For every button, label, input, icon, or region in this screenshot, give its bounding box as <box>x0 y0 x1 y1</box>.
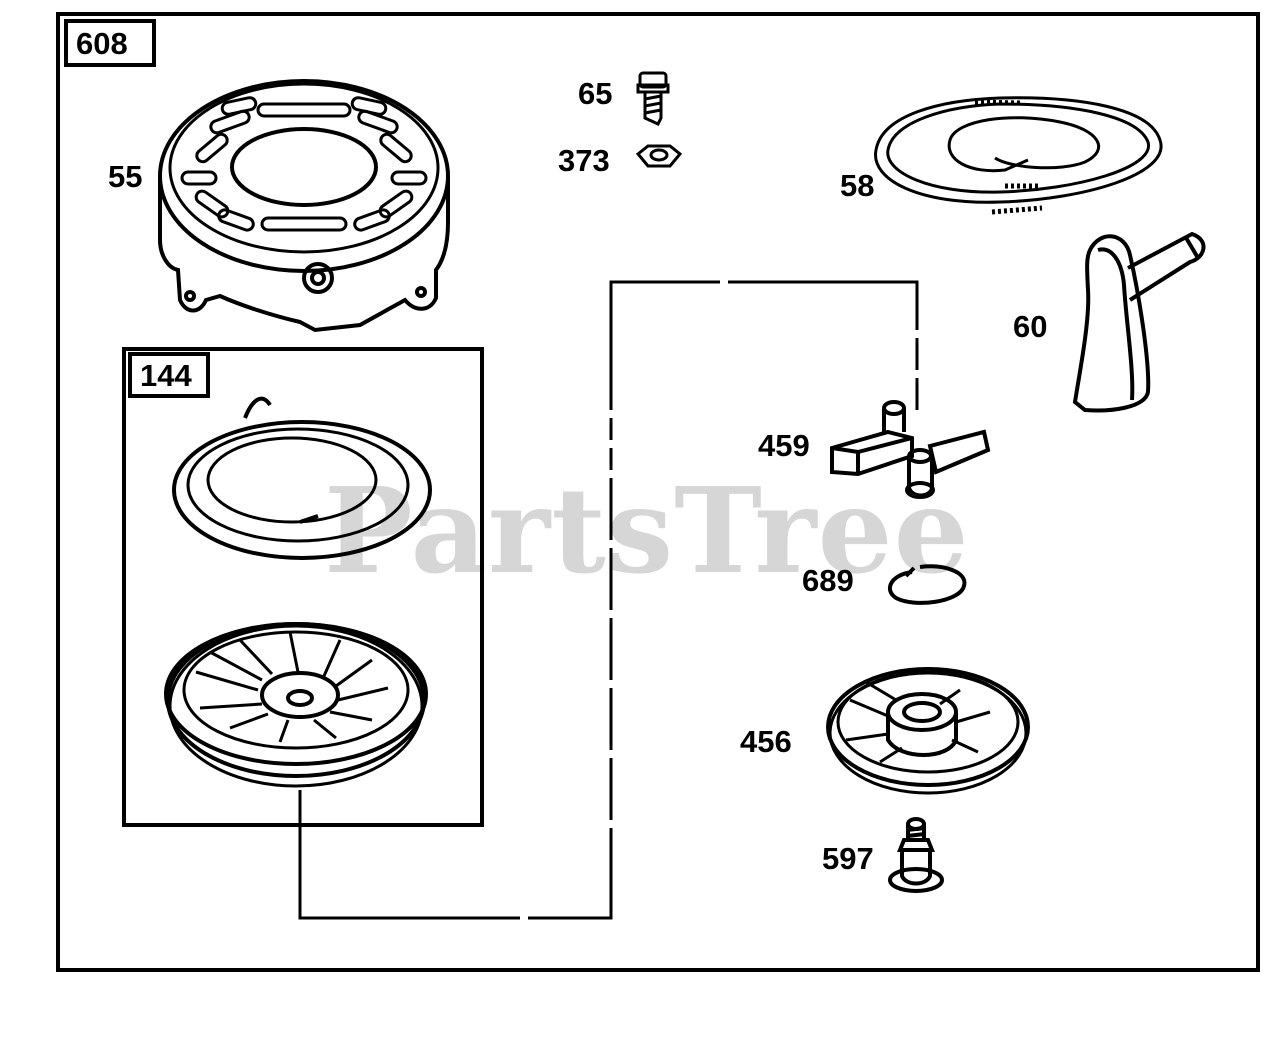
part-label-459: 459 <box>758 428 810 463</box>
nut-part <box>635 144 683 168</box>
assembly-number: 608 <box>76 26 128 61</box>
assembly-number-box <box>64 19 156 67</box>
part-label-597: 597 <box>822 841 874 876</box>
part-label-58: 58 <box>840 168 874 203</box>
starter-rope-part <box>874 96 1163 215</box>
ratchet-pawl-part <box>830 400 991 499</box>
starter-pulley-part <box>164 622 428 788</box>
watermark: PartsTree <box>324 461 970 600</box>
leader-line-breaks <box>520 279 920 921</box>
ratchet-cup-part <box>826 667 1030 795</box>
subassembly-number: 144 <box>140 358 192 393</box>
part-label-65: 65 <box>578 76 612 111</box>
leader-lines <box>298 280 919 920</box>
subassembly-number-box <box>128 352 210 398</box>
subassembly-frame <box>122 347 484 827</box>
blower-housing-part <box>158 79 450 333</box>
part-label-689: 689 <box>802 563 854 598</box>
starter-handle-part <box>1072 231 1206 413</box>
bolt-part <box>636 71 670 126</box>
part-label-55: 55 <box>108 159 142 194</box>
stud-screw-part <box>888 817 944 893</box>
part-label-373: 373 <box>558 143 610 178</box>
part-label-456: 456 <box>740 724 792 759</box>
assembly-frame <box>56 12 1260 972</box>
retainer-ring-part <box>887 564 967 605</box>
recoil-spring-part <box>172 396 432 560</box>
part-label-60: 60 <box>1013 309 1047 344</box>
